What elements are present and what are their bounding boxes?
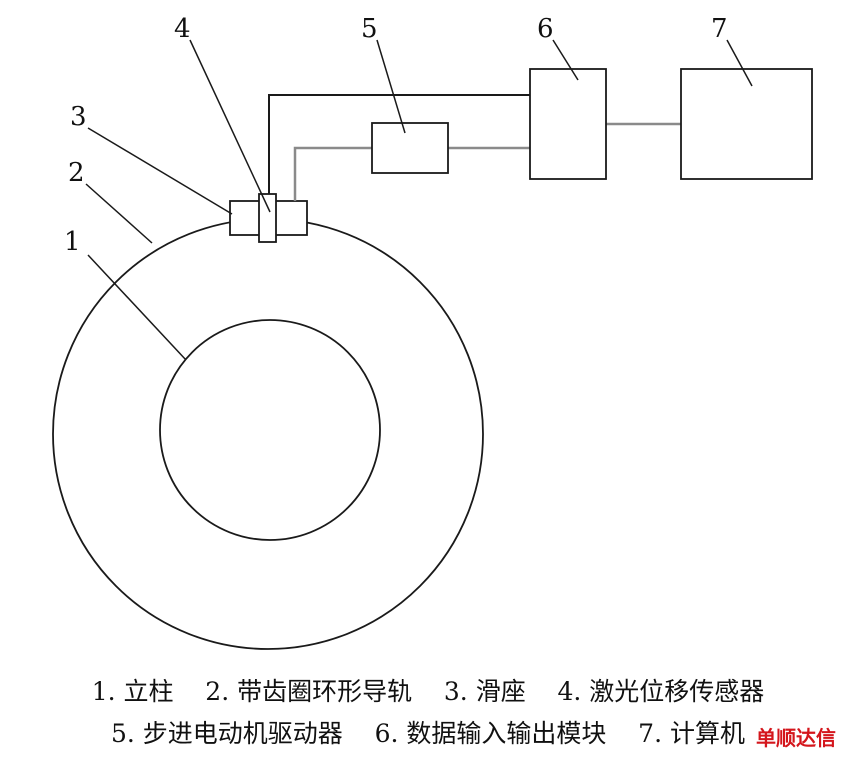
callout-5: 5 (361, 14, 378, 44)
leader-line-1 (87, 254, 187, 361)
drive-wire-seat-to-driver (293, 146, 372, 201)
leader-line-5 (376, 39, 406, 134)
callout-7: 7 (711, 14, 728, 44)
laser-sensor-block (258, 193, 277, 243)
sensor-signal-wire (268, 94, 530, 194)
stepper-driver-block (371, 122, 449, 174)
leader-line-4 (189, 39, 271, 213)
callout-1: 1 (64, 227, 81, 257)
leader-line-2 (85, 183, 153, 244)
callout-2: 2 (68, 158, 85, 188)
computer-block (680, 68, 813, 180)
callout-3: 3 (70, 102, 87, 132)
leader-line-6 (552, 39, 579, 81)
leader-line-7 (726, 39, 753, 87)
watermark-logo: 单顺达信 (756, 726, 836, 750)
ring-guide-outer-circle (52, 218, 484, 650)
callout-6: 6 (537, 14, 554, 44)
schematic-diagram: 1 2 3 4 5 6 7 (52, 14, 813, 650)
legend-line-2: 5. 步进电动机驱动器 6. 数据输入输出模块 7. 计算机 (111, 719, 745, 748)
column-inner-circle (159, 319, 381, 541)
leader-line-3 (87, 127, 233, 215)
io-module-block (529, 68, 607, 180)
callout-4: 4 (174, 14, 191, 44)
legend-line-1: 1. 立柱 2. 带齿圈环形导轨 3. 滑座 4. 激光位移传感器 (91, 677, 765, 706)
